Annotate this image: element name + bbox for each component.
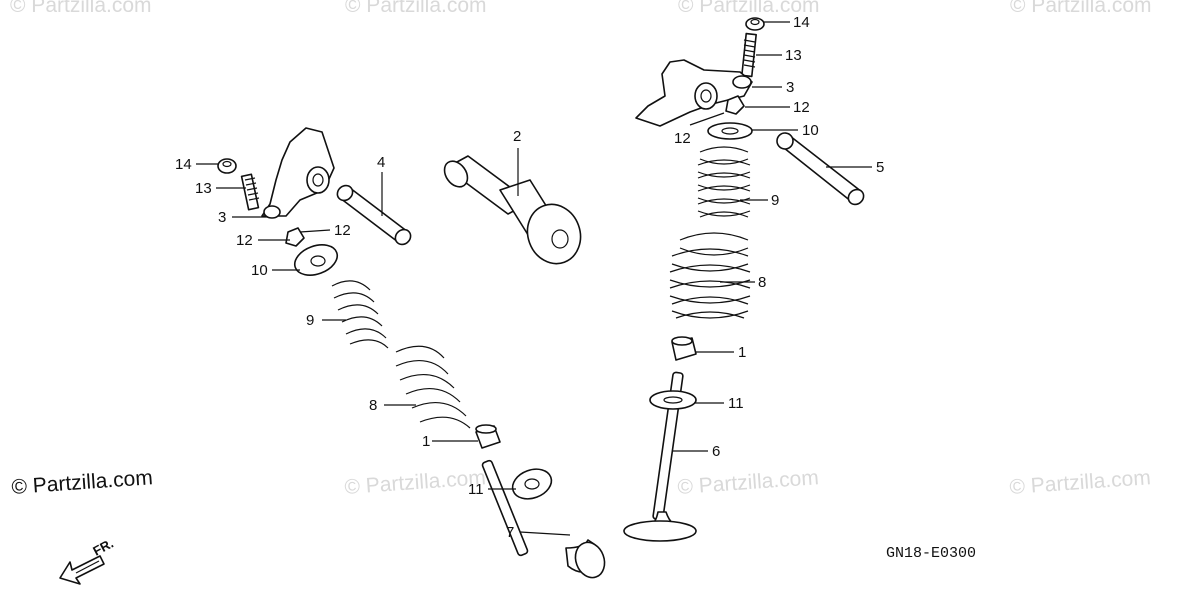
callout-8-left: 8 [369, 397, 377, 414]
spring-retainer-right [707, 122, 753, 140]
callout-5: 5 [876, 159, 884, 176]
watermark-mid-1: © Partzilla.com [344, 466, 487, 499]
callout-13-left: 13 [195, 180, 212, 197]
callout-14-left: 14 [175, 156, 192, 173]
cotter-right [725, 95, 745, 115]
watermark-top-1: © Partzilla.com [10, 0, 152, 17]
valve-spring-inner-right [697, 146, 751, 218]
callout-12-left-a: 12 [236, 232, 253, 249]
callout-4: 4 [377, 154, 385, 171]
callout-12-left-b: 12 [334, 222, 351, 239]
callout-3-right: 3 [786, 79, 794, 96]
callout-1-left: 1 [422, 433, 430, 450]
callout-12-right-b: 12 [674, 130, 691, 147]
watermarks: © Partzilla.com © Partzilla.com © Partzi… [10, 0, 1152, 499]
nut-left [217, 158, 237, 174]
callout-labels: 14 13 3 12 12 10 5 9 8 1 11 6 2 14 13 3 … [175, 14, 884, 541]
camshaft [443, 155, 582, 265]
valve-spring-outer-left [395, 345, 471, 429]
adjusting-screw-right [741, 32, 757, 78]
callout-1-right: 1 [738, 344, 746, 361]
valve-guide-ring-left [511, 468, 553, 500]
callout-14-right: 14 [793, 14, 810, 31]
watermark-top-2: © Partzilla.com [345, 0, 487, 17]
rocker-shaft-right [776, 132, 865, 206]
rocker-arm-left [261, 127, 335, 219]
callout-10-right: 10 [802, 122, 819, 139]
stem-seal-left [475, 424, 501, 449]
nut-right [745, 17, 765, 31]
callout-2: 2 [513, 128, 521, 145]
watermark-mid-2: © Partzilla.com [677, 466, 820, 499]
cotter-left [285, 227, 305, 247]
watermark-top-4: © Partzilla.com [1010, 0, 1152, 17]
watermark-mid-3: © Partzilla.com [1009, 466, 1152, 499]
watermark-top-3: © Partzilla.com [678, 0, 820, 17]
stem-seal-right [671, 336, 697, 361]
diagram-code: GN18-E0300 [886, 545, 976, 562]
rocker-arm-right [635, 59, 753, 127]
brand-text: © Partzilla.com [11, 466, 154, 499]
callout-9-left: 9 [306, 312, 314, 329]
callout-3-left: 3 [218, 209, 226, 226]
callout-12-right-a: 12 [793, 99, 810, 116]
front-direction-label: FR. [90, 536, 116, 559]
callout-9-right: 9 [771, 192, 779, 209]
front-direction-arrow: FR. [59, 536, 116, 585]
callout-10-left: 10 [251, 262, 268, 279]
valve-left [481, 459, 606, 579]
callout-8-right: 8 [758, 274, 766, 291]
valve-guide-ring-right [649, 390, 697, 410]
callout-6: 6 [712, 443, 720, 460]
valve-spring-outer-right [669, 232, 751, 319]
callout-7: 7 [506, 524, 514, 541]
adjusting-screw-left [240, 173, 260, 211]
callout-13-right: 13 [785, 47, 802, 64]
spring-retainer-left [293, 244, 339, 276]
leader-lines [196, 21, 872, 536]
callout-11-left: 11 [468, 481, 484, 498]
callout-11-right: 11 [728, 395, 744, 412]
rocker-shaft-left [336, 184, 412, 246]
valve-spring-inner-left [331, 280, 389, 349]
